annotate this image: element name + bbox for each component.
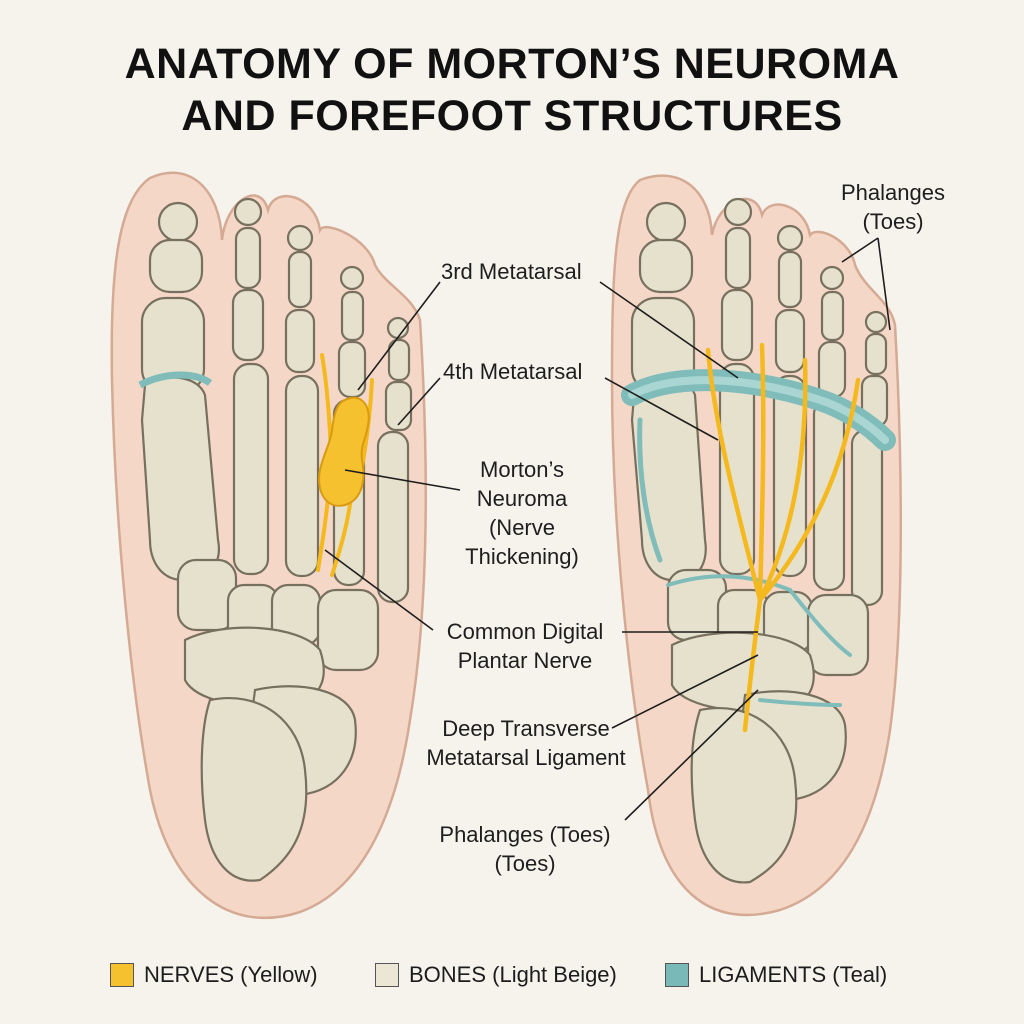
legend-label-nerves: NERVES (Yellow) — [144, 962, 318, 987]
legend: NERVES (Yellow) BONES (Light Beige) LIGA… — [0, 962, 1024, 992]
label-4th-metatarsal: 4th Metatarsal — [443, 359, 583, 384]
ligament-line-2: Metatarsal Ligament — [426, 745, 626, 770]
legend-swatch-ligaments — [665, 963, 689, 987]
legend-swatch-nerves — [110, 963, 134, 987]
label-3rd-metatarsal: 3rd Metatarsal — [441, 259, 582, 284]
label-common-digital-plantar-nerve: Common Digital Plantar Nerve — [430, 617, 620, 675]
legend-item-bones: BONES (Light Beige) — [375, 962, 617, 988]
leader-ligament — [611, 654, 759, 729]
legend-label-bones: BONES (Light Beige) — [409, 962, 617, 987]
label-phalanges-top: Phalanges (Toes) — [828, 178, 958, 236]
leader-phalanges-top — [877, 237, 891, 331]
neuroma-line-3: (Nerve — [488, 515, 555, 540]
ligament-line-1: Deep Transverse — [442, 716, 610, 741]
leader-nerve-left — [324, 549, 434, 631]
leader-3rd-metatarsal-right — [599, 281, 739, 379]
phalanges-top-line-1: Phalanges — [841, 180, 945, 205]
phalanges-bottom-line-1: Phalanges (Toes) — [439, 822, 611, 847]
leader-neuroma — [344, 469, 461, 491]
phalanges-top-line-2: (Toes) — [862, 209, 924, 234]
legend-label-ligaments: LIGAMENTS (Teal) — [699, 962, 888, 987]
right-foot — [610, 174, 903, 917]
nerve-line-1: Common Digital — [446, 619, 604, 644]
nerve-line-2: Plantar Nerve — [457, 648, 593, 673]
neuroma-line-1: Morton’s — [480, 457, 564, 482]
left-foot — [110, 171, 427, 920]
title-line-1: ANATOMY OF MORTON’S NEUROMA — [124, 40, 900, 88]
label-phalanges-bottom: Phalanges (Toes) (Toes) — [425, 820, 625, 878]
neuroma-line-4: Thickening) — [465, 544, 579, 569]
leader-4th-metatarsal-left — [397, 377, 441, 426]
title-line-2: AND FOREFOOT STRUCTURES — [181, 92, 843, 140]
legend-item-nerves: NERVES (Yellow) — [110, 962, 318, 988]
neuroma-line-2: Neuroma — [476, 486, 568, 511]
legend-item-ligaments: LIGAMENTS (Teal) — [665, 962, 887, 988]
phalanges-bottom-line-2: (Toes) — [494, 851, 556, 876]
legend-swatch-bones — [375, 963, 399, 987]
leader-phalanges-bottom — [624, 689, 759, 821]
leader-4th-metatarsal-right — [604, 377, 719, 441]
page-title: ANATOMY OF MORTON’S NEUROMA AND FOREFOOT… — [0, 38, 1024, 142]
morton-neuroma-shape — [318, 396, 370, 507]
label-mortons-neuroma: Morton’s Neuroma (Nerve Thickening) — [447, 455, 597, 571]
leader-3rd-metatarsal-left — [357, 281, 441, 391]
label-deep-transverse-metatarsal-ligament: Deep Transverse Metatarsal Ligament — [410, 714, 642, 772]
